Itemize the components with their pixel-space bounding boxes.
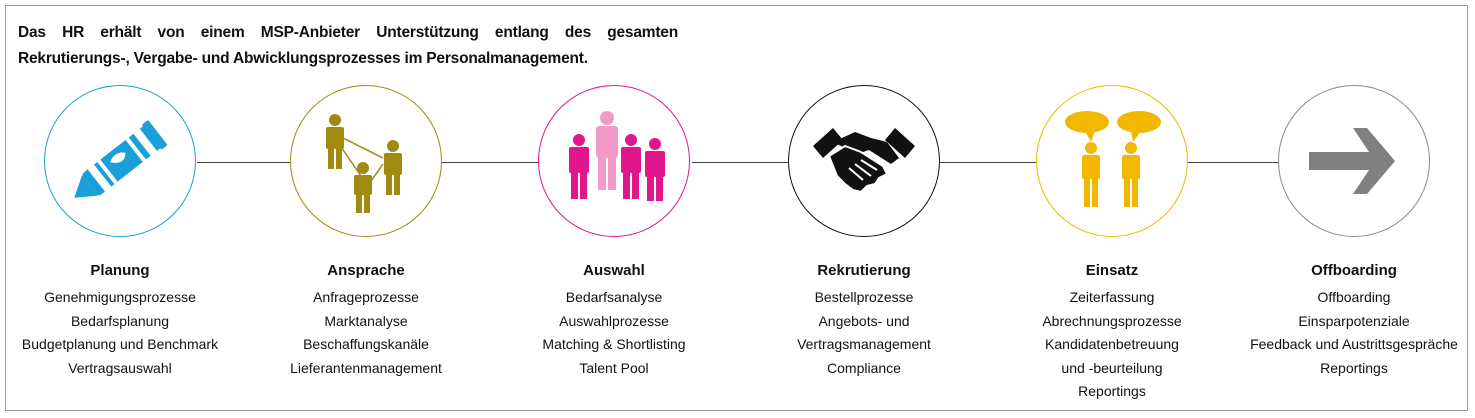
stage-item: Reportings [1078,383,1146,399]
stage-item: Beschaffungskanäle [303,336,429,352]
connector-line [940,162,1036,163]
intro-line-2: Rekrutierungs-, Vergabe- und Abwicklungs… [18,50,588,67]
stage-circle [44,85,196,237]
stage-item: Talent Pool [579,359,649,376]
stage-circle [290,85,442,237]
stage-item: Offboarding [1317,289,1391,305]
stage-item: Anfrageprozesse [313,289,419,305]
stage-items: Bestellprozesse Angebots- und Vertragsma… [744,286,984,380]
speech-people-icon [1065,111,1161,207]
connector-line [692,162,788,163]
stage-title: Rekrutierung [817,262,911,279]
stage-item: Abrechnungsprozesse [1042,312,1182,329]
stage-title: Auswahl [583,262,645,279]
people-group-icon [569,111,665,201]
stage-title: Offboarding [1311,262,1397,279]
stage-item: Bedarfsanalyse [565,289,663,305]
stage-item: Matching & Shortlisting [542,336,686,352]
people-network-icon [326,114,402,213]
stage-title: Ansprache [327,262,405,279]
stage-item: Compliance [827,359,901,376]
stage-circle [1278,85,1430,237]
stage-item: Marktanalyse [324,312,408,329]
diagram-frame [5,5,1468,411]
stage-circle [788,85,940,237]
stage-items: Offboarding Einsparpotenziale Feedback u… [1234,286,1474,380]
intro-text: Das HR erhält von einem MSP-Anbieter Unt… [18,20,678,72]
crayon-icon [74,120,167,198]
stage-items: Zeiterfassung Abrechnungsprozesse Kandid… [992,286,1232,404]
stage-item: Lieferantenmanagement [290,359,442,376]
stage-item: Zeiterfassung [1069,289,1155,305]
stage-item: Kandidatenbetreuung [1045,336,1179,352]
stage-circle [538,85,690,237]
stage-item: Bedarfsplanung [70,312,170,329]
stage-circle [1036,85,1188,237]
arrow-right-icon [1309,128,1395,194]
stage-items: Anfrageprozesse Marktanalyse Beschaffung… [246,286,486,380]
connector-line [1188,162,1286,163]
stage-item: Feedback und Austrittsgespräche [1250,336,1458,352]
stage-title: Einsatz [1085,262,1139,279]
stage-title: Planung [90,262,150,279]
stage-item: Einsparpotenziale [1298,312,1410,329]
stage-item: Reportings [1320,359,1388,376]
stage-item: Genehmigungsprozesse [44,289,196,305]
stage-items: Genehmigungsprozesse Bedarfsplanung Budg… [0,286,240,380]
handshake-icon [813,128,915,194]
stage-item: Vertragsauswahl [68,359,172,376]
stage-item: Angebots- und [818,312,910,329]
intro-line-1: Das HR erhält von einem MSP-Anbieter Unt… [18,24,678,41]
stage-item: Vertragsmanagement [797,336,931,352]
stage-item: Auswahlprozesse [559,312,669,329]
stage-item: Budgetplanung und Benchmark [21,336,219,352]
stage-item: Bestellprozesse [814,289,914,305]
connector-line [197,162,290,163]
connector-line [442,162,540,163]
stage-item: und -beurteilung [1061,359,1163,376]
stage-items: Bedarfsanalyse Auswahlprozesse Matching … [494,286,734,380]
